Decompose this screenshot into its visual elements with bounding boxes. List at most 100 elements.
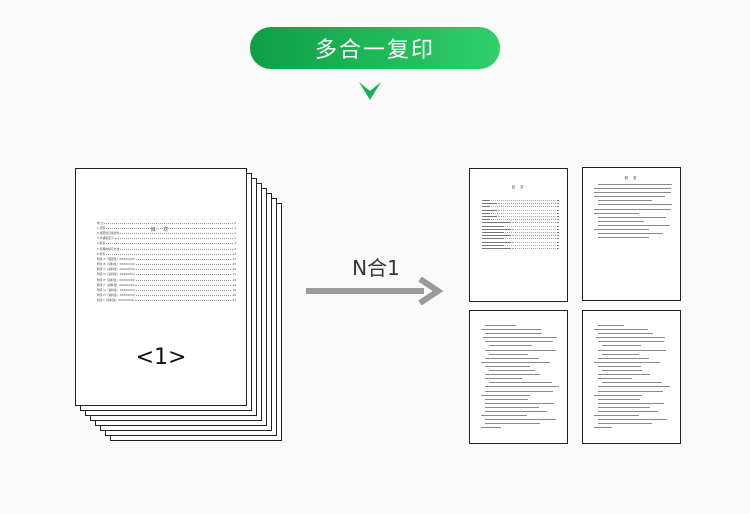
- thumbnail-toc-text: [482, 238, 504, 240]
- thumbnail-page-body: [582, 310, 681, 444]
- text-line: [485, 357, 539, 359]
- text-line: [594, 427, 613, 429]
- thumbnail-toc-row: [482, 221, 559, 224]
- toc-title: 目 次: [150, 227, 172, 233]
- text-line: [594, 208, 671, 210]
- thumbnail-toc-page: [557, 241, 559, 243]
- text-line: [598, 410, 659, 412]
- toc-row-leader: [120, 248, 234, 250]
- title-banner: 多合一复印: [250, 27, 500, 69]
- thumbnail-toc-page: [557, 212, 559, 214]
- thumbnail-text-lines: [481, 325, 559, 431]
- thumbnail-toc-text: [482, 244, 504, 246]
- text-line: [598, 365, 642, 367]
- text-line: [489, 353, 528, 355]
- thumbnail-toc-row: [482, 234, 559, 237]
- text-line: [594, 229, 650, 231]
- thumbnail-toc-leader: [491, 212, 556, 214]
- thumbnail-toc-row: [482, 228, 559, 231]
- text-line: [485, 406, 539, 408]
- thumbnail-toc-page: [557, 222, 559, 224]
- thumbnail-toc-row: [482, 231, 559, 234]
- text-line: [598, 419, 668, 421]
- thumbnail-toc-text: [482, 247, 511, 249]
- thumbnail-toc-text: [482, 222, 511, 224]
- text-line: [598, 237, 649, 239]
- toc-row-leader: [135, 279, 232, 281]
- toc-row-text: 附录 I（资料性）XXXXXXXX: [97, 298, 134, 303]
- text-line: [594, 394, 642, 396]
- arrow-right-icon: [306, 277, 444, 305]
- text-line: [594, 212, 639, 214]
- text-line: [594, 188, 671, 190]
- text-line: [596, 337, 666, 339]
- toc-row-text: 附录 A（规范性）XXXXXXXX: [97, 256, 135, 261]
- thumbnail-toc-page: [557, 209, 559, 211]
- text-line: [598, 423, 652, 425]
- toc-row-text: 附录 F（资料性）XXXXXXXX: [97, 282, 135, 287]
- text-line: [598, 233, 663, 235]
- text-line: [485, 333, 542, 335]
- thumbnail-toc-page: [557, 244, 559, 246]
- text-line: [598, 374, 651, 376]
- toc-row: 附录 A（规范性）XXXXXXXX 14: [97, 256, 236, 261]
- text-line: [598, 357, 649, 359]
- thumbnail-toc-text: [482, 219, 490, 221]
- thumbnail-toc-row: [482, 205, 559, 208]
- toc-row-page: 1: [234, 225, 236, 230]
- text-line: [598, 220, 645, 222]
- toc-row-leader: [135, 273, 232, 276]
- toc-row: 附录 I（资料性）XXXXXXXX 21: [97, 298, 236, 303]
- toc-row-page: 21: [232, 298, 236, 303]
- toc-row-text: 附录 B（资料性）XXXXXXXX: [97, 262, 135, 267]
- text-line: [598, 398, 640, 400]
- toc-row-text: 4 职责: [97, 241, 106, 246]
- toc-row-leader: [135, 289, 232, 292]
- toc-row: 附录 F（资料性）XXXXXXXX 19: [97, 282, 236, 287]
- thumbnail-title: 前 言: [624, 176, 639, 180]
- text-line: [602, 345, 641, 347]
- text-line: [485, 419, 556, 421]
- thumbnail-toc-leader: [512, 222, 556, 224]
- thumbnail-toc-page: [557, 238, 559, 240]
- thumbnail-toc-text: [482, 212, 490, 214]
- toc-row-page: 14: [232, 256, 236, 261]
- toc-row-text: 附录 E（资料性）XXXXXXXX: [97, 277, 135, 282]
- toc-row-leader: [106, 242, 234, 245]
- text-line: [481, 415, 528, 417]
- thumbnail-toc-row: [482, 240, 559, 243]
- thumbnail-toc-leader: [491, 206, 556, 208]
- toc-row-page: 19: [232, 282, 236, 287]
- toc-row-page: II: [234, 220, 236, 225]
- text-line: [489, 382, 553, 384]
- text-line: [481, 427, 502, 429]
- thumbnail-toc-page: [557, 216, 559, 218]
- thumbnail-toc-leader: [505, 225, 556, 227]
- toc-row-leader: [135, 268, 232, 271]
- thumbnail-toc-text: [482, 216, 497, 218]
- thumbnail-toc-page: [557, 231, 559, 233]
- text-line: [594, 192, 671, 194]
- text-line: [485, 402, 555, 404]
- thumbnail-toc-page: [557, 203, 559, 205]
- thumbnail-toc-leader: [491, 200, 556, 202]
- toc-row-leader: [120, 232, 234, 234]
- thumbnail-toc-row: [482, 237, 559, 240]
- thumbnail-toc-leader: [512, 235, 556, 237]
- thumbnail-toc-row: [482, 218, 559, 221]
- thumbnail-toc-page: [557, 225, 559, 227]
- text-line: [485, 374, 541, 376]
- text-line: [598, 386, 671, 388]
- thumbnail-toc-leader: [512, 247, 556, 249]
- text-line: [598, 184, 672, 185]
- toc-row-page: 1: [234, 230, 236, 235]
- toc-row-page: 17: [232, 272, 236, 277]
